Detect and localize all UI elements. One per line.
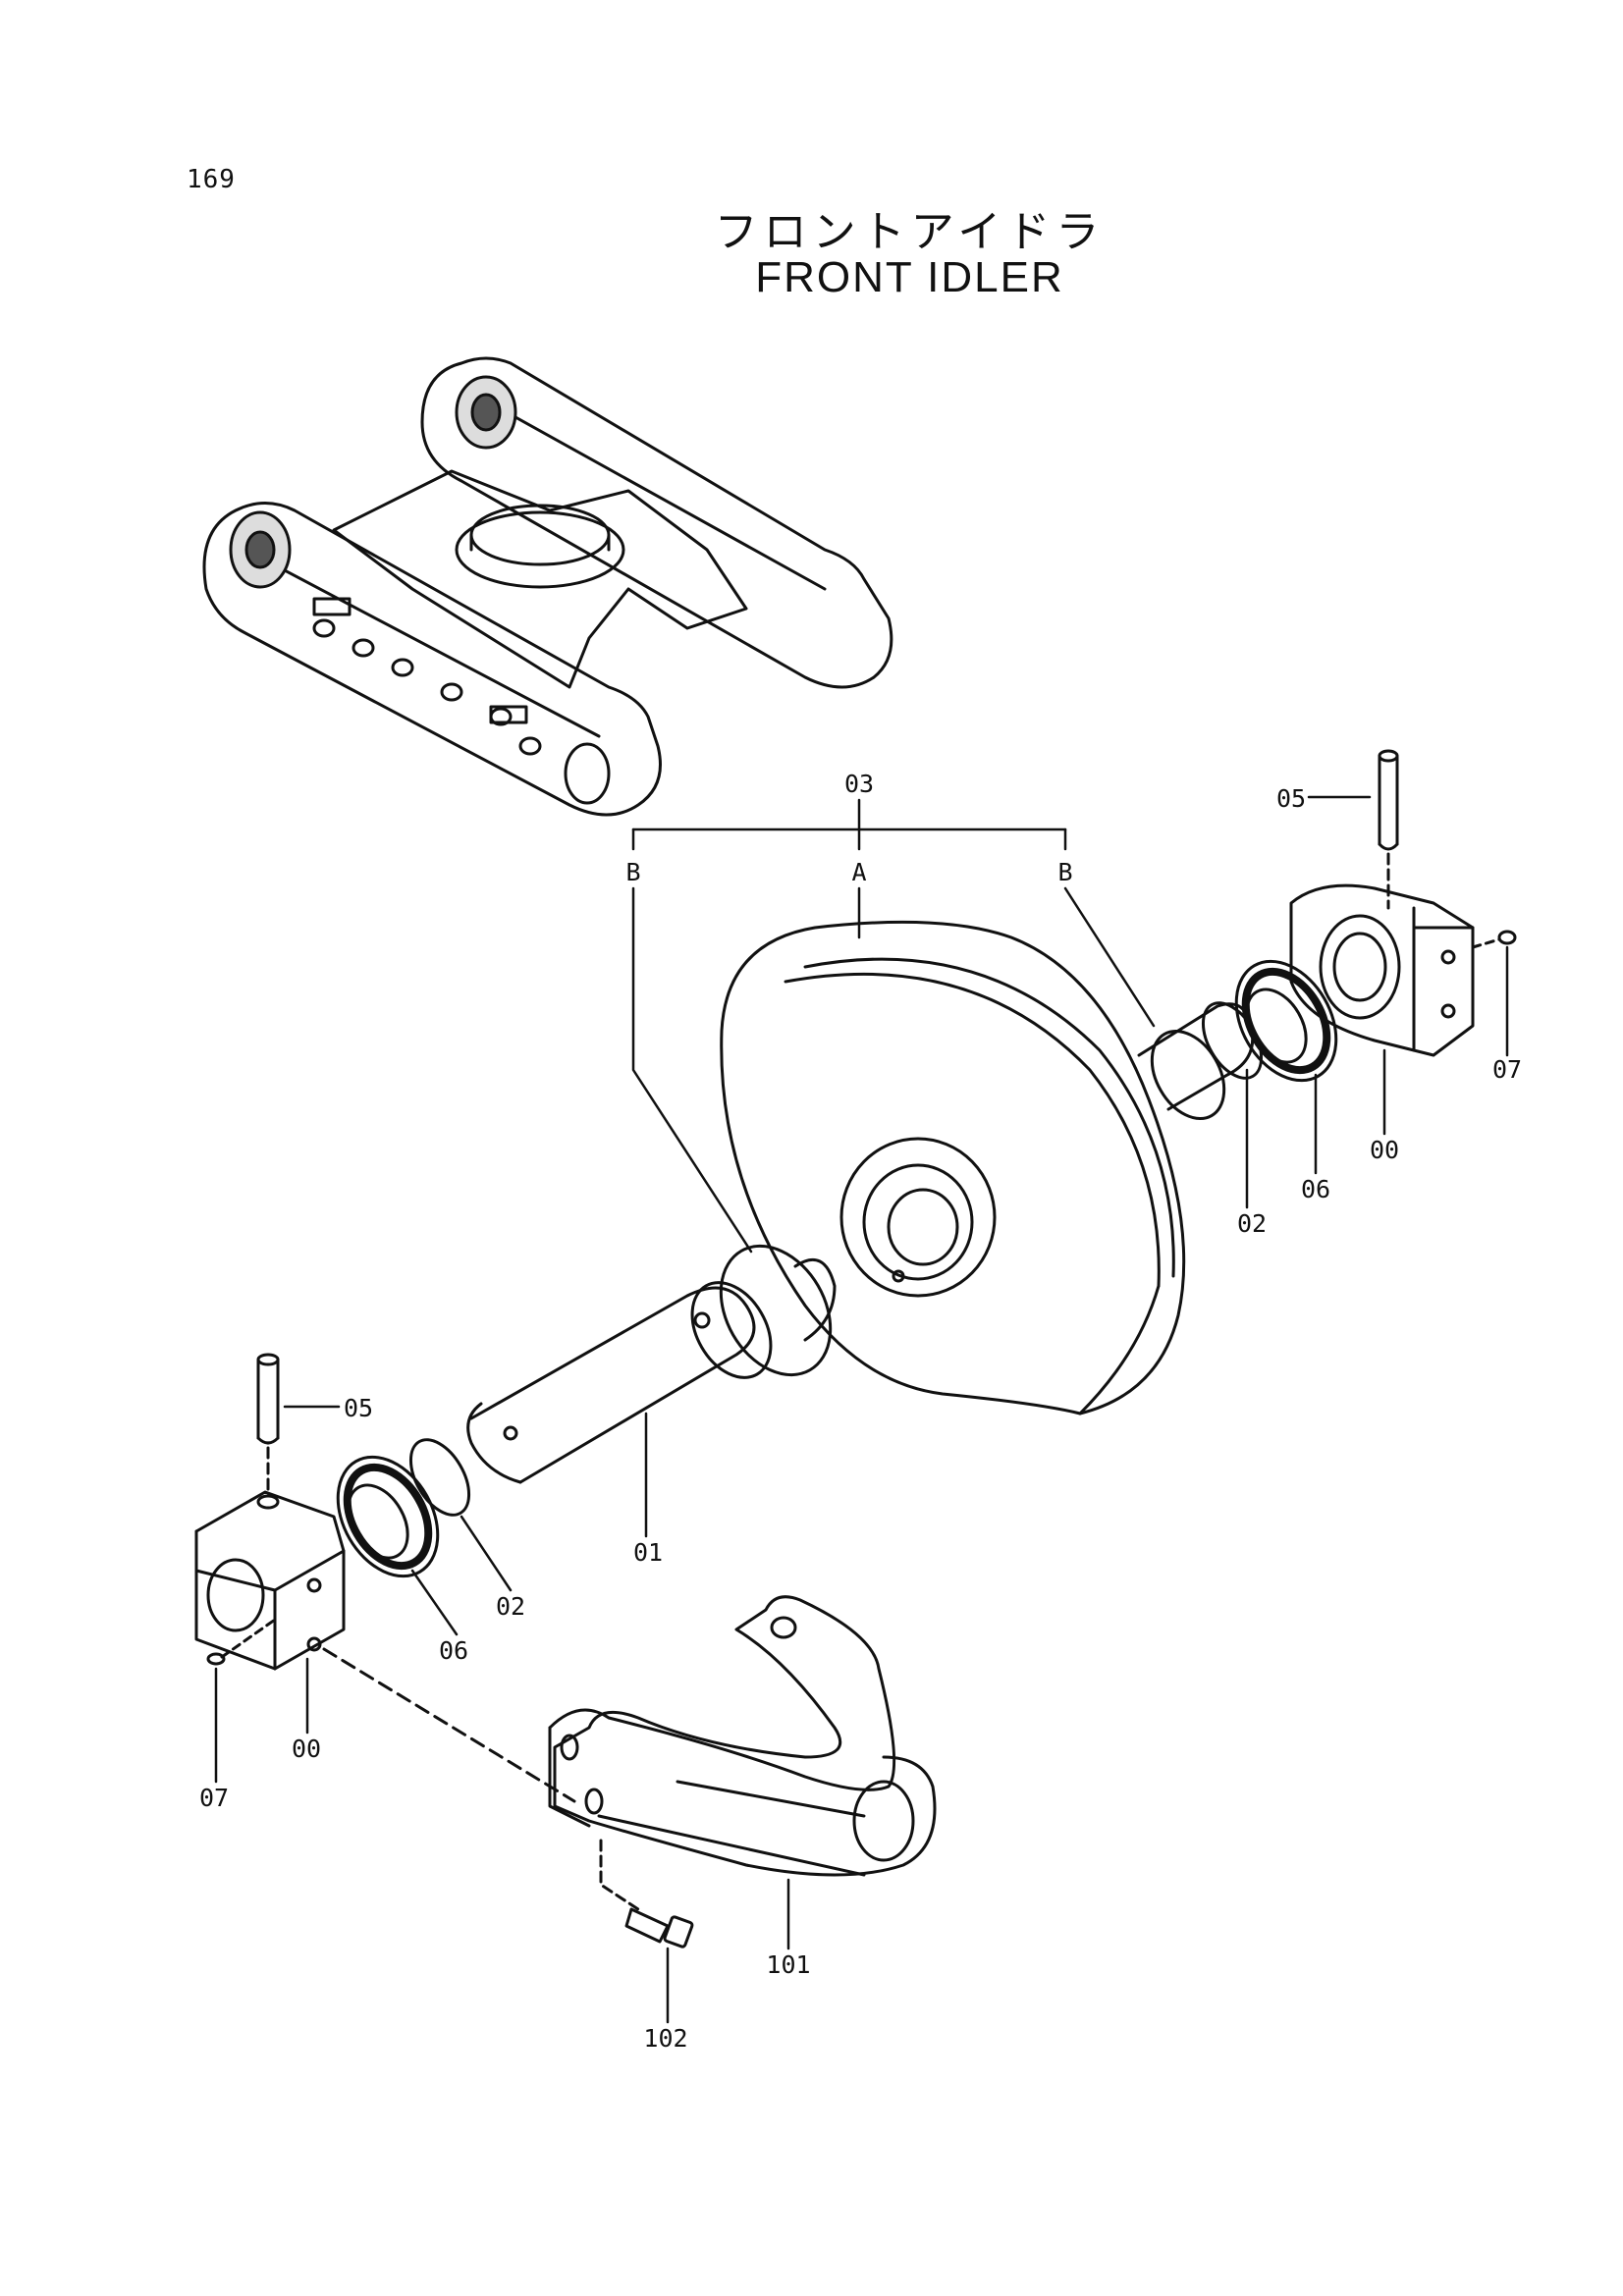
plug-left bbox=[206, 1618, 277, 1666]
callout-03: 03 bbox=[844, 770, 874, 798]
callout-05-left: 05 bbox=[344, 1394, 373, 1422]
callout-101: 101 bbox=[766, 1950, 810, 1979]
callout-02-right: 02 bbox=[1237, 1209, 1267, 1238]
idler-yoke bbox=[322, 1595, 937, 1877]
callout-07-left: 07 bbox=[199, 1784, 229, 1812]
mounting-bolt bbox=[599, 1839, 694, 1949]
callout-b-right: B bbox=[1057, 858, 1072, 886]
callout-02-left: 02 bbox=[496, 1592, 525, 1621]
callout-b-left: B bbox=[625, 858, 640, 886]
pin-right bbox=[1378, 749, 1399, 910]
callout-labels: 03 A B B 05 07 00 06 02 05 01 02 06 00 0… bbox=[199, 770, 1522, 2053]
bearing-housing-left bbox=[194, 1490, 346, 1671]
page-title-jp: フロントアイドラ bbox=[714, 207, 1106, 257]
floating-seal-right bbox=[1234, 959, 1338, 1083]
page-title-en: FRONT IDLER bbox=[755, 253, 1064, 301]
o-ring-left bbox=[408, 1438, 471, 1517]
callout-06-right: 06 bbox=[1301, 1175, 1330, 1203]
plug-right bbox=[1471, 930, 1517, 949]
callout-01: 01 bbox=[633, 1538, 663, 1567]
bearing-housing-right bbox=[1289, 883, 1475, 1057]
callout-05-right: 05 bbox=[1276, 784, 1306, 813]
callout-06-left: 06 bbox=[439, 1636, 468, 1665]
pin-left bbox=[256, 1353, 280, 1494]
callout-00-left: 00 bbox=[292, 1735, 321, 1763]
page-number: 169 bbox=[187, 165, 236, 194]
callout-00-right: 00 bbox=[1370, 1136, 1399, 1164]
floating-seal-left bbox=[336, 1455, 440, 1578]
undercarriage-overview-illustration bbox=[202, 356, 893, 817]
assembly-bracket-03 bbox=[631, 798, 1156, 1254]
callout-a: A bbox=[851, 858, 866, 886]
callout-leaders bbox=[214, 795, 1509, 2024]
callout-102: 102 bbox=[643, 2024, 687, 2053]
idler-wheel bbox=[720, 920, 1186, 1415]
idler-shaft bbox=[466, 1002, 1255, 1484]
callout-07-right: 07 bbox=[1492, 1055, 1522, 1084]
